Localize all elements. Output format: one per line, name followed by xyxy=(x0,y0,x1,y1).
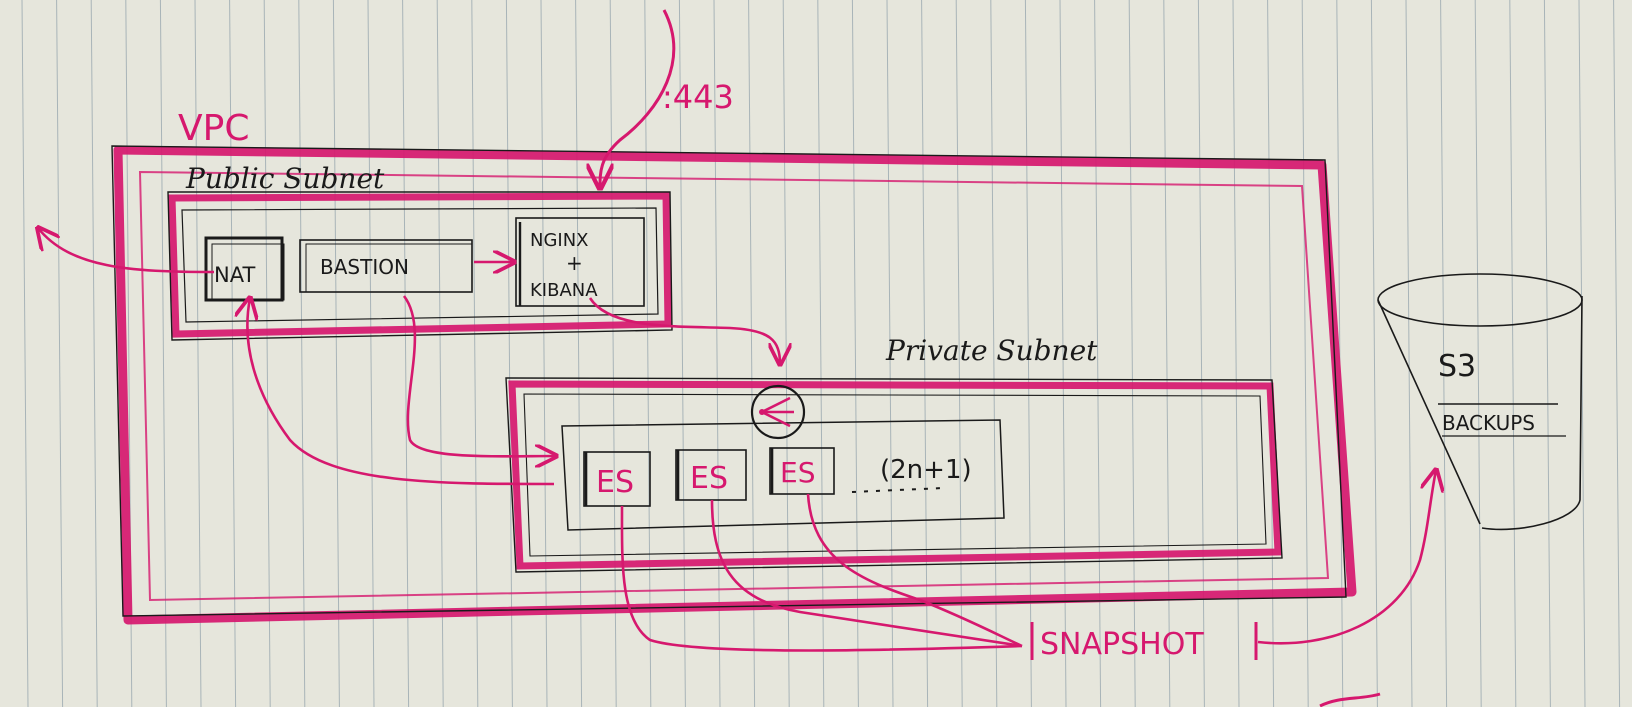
s3-bucket-icon xyxy=(1377,273,1583,531)
ruled-line xyxy=(367,0,375,707)
plus-label: + xyxy=(566,251,583,275)
ruled-line xyxy=(1059,0,1067,707)
cluster-to-nat-arrow xyxy=(247,298,555,486)
ellipsis-dots xyxy=(851,487,945,493)
es-node-1-label: ES xyxy=(596,465,634,500)
es-node-3-label: ES xyxy=(780,456,815,489)
ruled-line xyxy=(921,0,929,707)
es-node-2-label: ES xyxy=(690,461,728,496)
ruled-line xyxy=(990,0,998,707)
nginx-label: NGINX xyxy=(530,230,589,251)
bastion-label: BASTION xyxy=(320,255,409,279)
ruled-line xyxy=(1197,0,1205,707)
https-ingress-arrow xyxy=(600,9,676,188)
ruled-line xyxy=(1474,0,1482,707)
kibana-to-private-arrow xyxy=(588,297,780,364)
public-subnet-label: Public Subnet xyxy=(185,162,385,195)
public-subnet-box xyxy=(167,191,673,341)
es-2-to-snapshot xyxy=(710,499,1023,648)
ruled-line xyxy=(1440,0,1448,707)
s3-label: S3 xyxy=(1438,349,1476,384)
vpc-boundary xyxy=(111,145,1357,625)
ruled-line xyxy=(575,0,583,707)
ruled-line xyxy=(955,0,963,707)
port-label: :443 xyxy=(662,78,734,116)
ruled-line xyxy=(1370,0,1378,707)
snapshot-to-s3-arrow xyxy=(1257,470,1436,645)
backups-label: BACKUPS xyxy=(1442,411,1535,435)
ruled-line xyxy=(471,0,479,707)
ruled-line xyxy=(1509,0,1517,707)
ruled-line xyxy=(90,0,98,707)
ruled-line xyxy=(817,0,825,707)
ruled-line xyxy=(1094,0,1102,707)
ruled-line xyxy=(540,0,548,707)
ruled-line xyxy=(402,0,410,707)
ruled-line xyxy=(609,0,617,707)
ruled-line xyxy=(505,0,513,707)
stray-ink-mark xyxy=(1319,692,1381,707)
ruled-line xyxy=(298,0,306,707)
ruled-line xyxy=(56,0,64,707)
load-balancer-icon xyxy=(750,384,806,440)
ruled-line xyxy=(1024,0,1032,707)
private-subnet-label: Private Subnet xyxy=(885,334,1098,367)
ruled-line xyxy=(159,0,167,707)
ruled-line xyxy=(1163,0,1171,707)
es-cluster-group xyxy=(561,419,1005,531)
kibana-label: KIBANA xyxy=(530,280,598,301)
ruled-line xyxy=(332,0,340,707)
ruled-line xyxy=(263,0,271,707)
ruled-line xyxy=(1613,0,1621,707)
private-subnet-box xyxy=(505,377,1283,573)
bastion-node xyxy=(299,239,473,293)
ruled-line xyxy=(21,0,29,707)
es-node-3 xyxy=(769,447,835,495)
bastion-to-cluster-arrow xyxy=(402,295,556,456)
es-node-1 xyxy=(583,451,651,507)
es-1-to-snapshot xyxy=(620,505,1023,652)
ruled-line xyxy=(229,0,237,707)
node-count-label: (2n+1) xyxy=(880,455,972,485)
vpc-label: VPC xyxy=(178,108,249,149)
ruled-line xyxy=(1405,0,1413,707)
ruled-line xyxy=(194,0,202,707)
ruled-line xyxy=(1543,0,1551,707)
nat-egress-arrow xyxy=(38,228,215,274)
ruled-line xyxy=(851,0,859,707)
snapshot-label: SNAPSHOT xyxy=(1040,627,1204,662)
nat-label: NAT xyxy=(214,263,255,287)
ruled-line xyxy=(1267,0,1275,707)
ruled-line xyxy=(1232,0,1240,707)
ruled-line xyxy=(1128,0,1136,707)
es-3-to-snapshot xyxy=(806,493,1023,648)
ruled-line xyxy=(436,0,444,707)
